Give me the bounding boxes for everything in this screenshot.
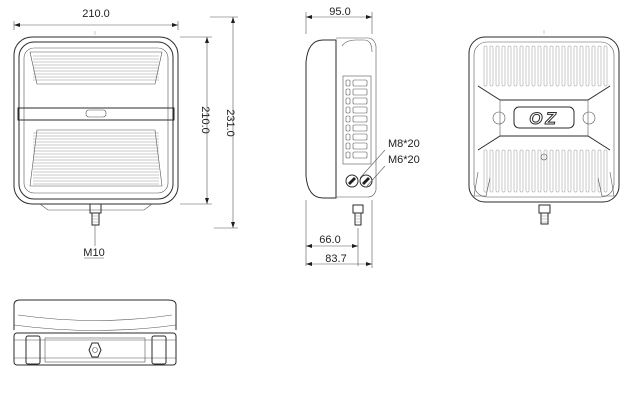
drawing-detail-fin xyxy=(585,45,590,87)
drawing-detail-fin xyxy=(495,149,500,193)
center-lines xyxy=(94,30,545,38)
front-height-inner-dimension: 210.0 xyxy=(180,36,212,205)
drawing-detail-fin xyxy=(597,45,602,87)
drawing-detail-fin xyxy=(352,88,368,96)
drawing-detail-fin xyxy=(531,149,536,193)
rear-view: OZ xyxy=(468,36,620,225)
front-width-label: 210.0 xyxy=(82,8,110,20)
drawing-detail-fin xyxy=(579,45,584,87)
drawing-detail-fin xyxy=(489,45,494,87)
drawing-detail-fin xyxy=(352,106,368,114)
drawing-detail-fin xyxy=(501,45,506,87)
drawing-detail-fin xyxy=(495,45,500,87)
drawing-detail-fin xyxy=(591,45,596,87)
front-view xyxy=(13,36,179,240)
lower-thread-label: M6*20 xyxy=(388,154,420,166)
drawing-detail-fin xyxy=(352,97,368,105)
drawing-detail-fin xyxy=(561,149,566,193)
drawing-detail-fin xyxy=(543,149,548,193)
drawing-detail-fin xyxy=(345,97,351,105)
side-total-depth-dimension: 83.7 xyxy=(306,200,373,268)
drawing-detail-fin xyxy=(555,149,560,193)
side-total-depth-label: 83.7 xyxy=(325,253,346,265)
drawing-detail-fin xyxy=(573,45,578,87)
drawing-detail-fin xyxy=(345,133,351,141)
drawing-detail-fin xyxy=(489,149,494,193)
drawing-detail-fin xyxy=(591,149,596,193)
drawing-detail-fin xyxy=(561,45,566,87)
drawing-detail-fin xyxy=(345,106,351,114)
drawing-detail-fin xyxy=(543,45,548,87)
drawing-detail-fin xyxy=(573,149,578,193)
drawing-detail-fin xyxy=(537,45,542,87)
drawing-detail-fin xyxy=(579,149,584,193)
drawing-detail-fin xyxy=(531,45,536,87)
drawing-detail-fin xyxy=(513,149,518,193)
drawing-detail-fin xyxy=(549,45,554,87)
drawing-detail-fin xyxy=(345,142,351,150)
thread-callouts: M8*20 M6*20 xyxy=(359,138,420,187)
drawing-detail-fin xyxy=(483,45,488,87)
drawing-detail-fin xyxy=(585,149,590,193)
drawing-detail-fin xyxy=(501,149,506,193)
drawing-detail-fin xyxy=(352,151,368,159)
drawing-detail-fin xyxy=(507,149,512,193)
drawing-detail-fin xyxy=(597,149,602,193)
drawing-detail-fin xyxy=(352,79,368,87)
bolt-thread-label: M10 xyxy=(83,247,104,259)
rear-logo-text: OZ xyxy=(529,109,559,128)
drawing-detail-fin xyxy=(525,149,530,193)
front-height-inner-label: 210.0 xyxy=(199,106,211,134)
side-view xyxy=(305,37,377,226)
drawing-detail-fin xyxy=(352,133,368,141)
drawing-detail-fin xyxy=(345,79,351,87)
drawing-detail-fin xyxy=(507,45,512,87)
drawing-detail-fin xyxy=(345,124,351,132)
drawing-detail-fin xyxy=(519,149,524,193)
drawing-detail-fin xyxy=(513,45,518,87)
drawing-detail-fin xyxy=(603,45,608,87)
bolt-thread-callout: M10 xyxy=(83,240,105,259)
drawing-detail-fin xyxy=(603,149,608,193)
drawing-detail-fin xyxy=(352,124,368,132)
drawing-detail-fin xyxy=(567,45,572,87)
drawing-detail-fin xyxy=(537,149,542,193)
drawing-detail-fin xyxy=(345,115,351,123)
front-width-dimension: 210.0 xyxy=(13,8,179,30)
drawing-detail-fin xyxy=(525,45,530,87)
drawing-detail-fin xyxy=(345,151,351,159)
drawing-detail-fin xyxy=(345,88,351,96)
side-width-dimension: 95.0 xyxy=(305,6,373,34)
side-width-label: 95.0 xyxy=(329,6,350,18)
drawing-detail-fin xyxy=(549,149,554,193)
front-height-total-label: 231.0 xyxy=(224,109,236,137)
upper-thread-label: M8*20 xyxy=(388,138,420,150)
side-bracket-depth-label: 66.0 xyxy=(319,234,340,246)
side-bracket-depth-dimension: 66.0 xyxy=(305,200,359,266)
drawing-detail-fin xyxy=(555,45,560,87)
drawing-detail-fin xyxy=(352,115,368,123)
drawing-detail-fin xyxy=(567,149,572,193)
drawing-detail-fin xyxy=(483,149,488,193)
drawing-detail-fin xyxy=(519,45,524,87)
bottom-view xyxy=(13,299,177,366)
drawing-detail-fin xyxy=(352,142,368,150)
front-height-total-dimension: 231.0 xyxy=(210,16,238,229)
